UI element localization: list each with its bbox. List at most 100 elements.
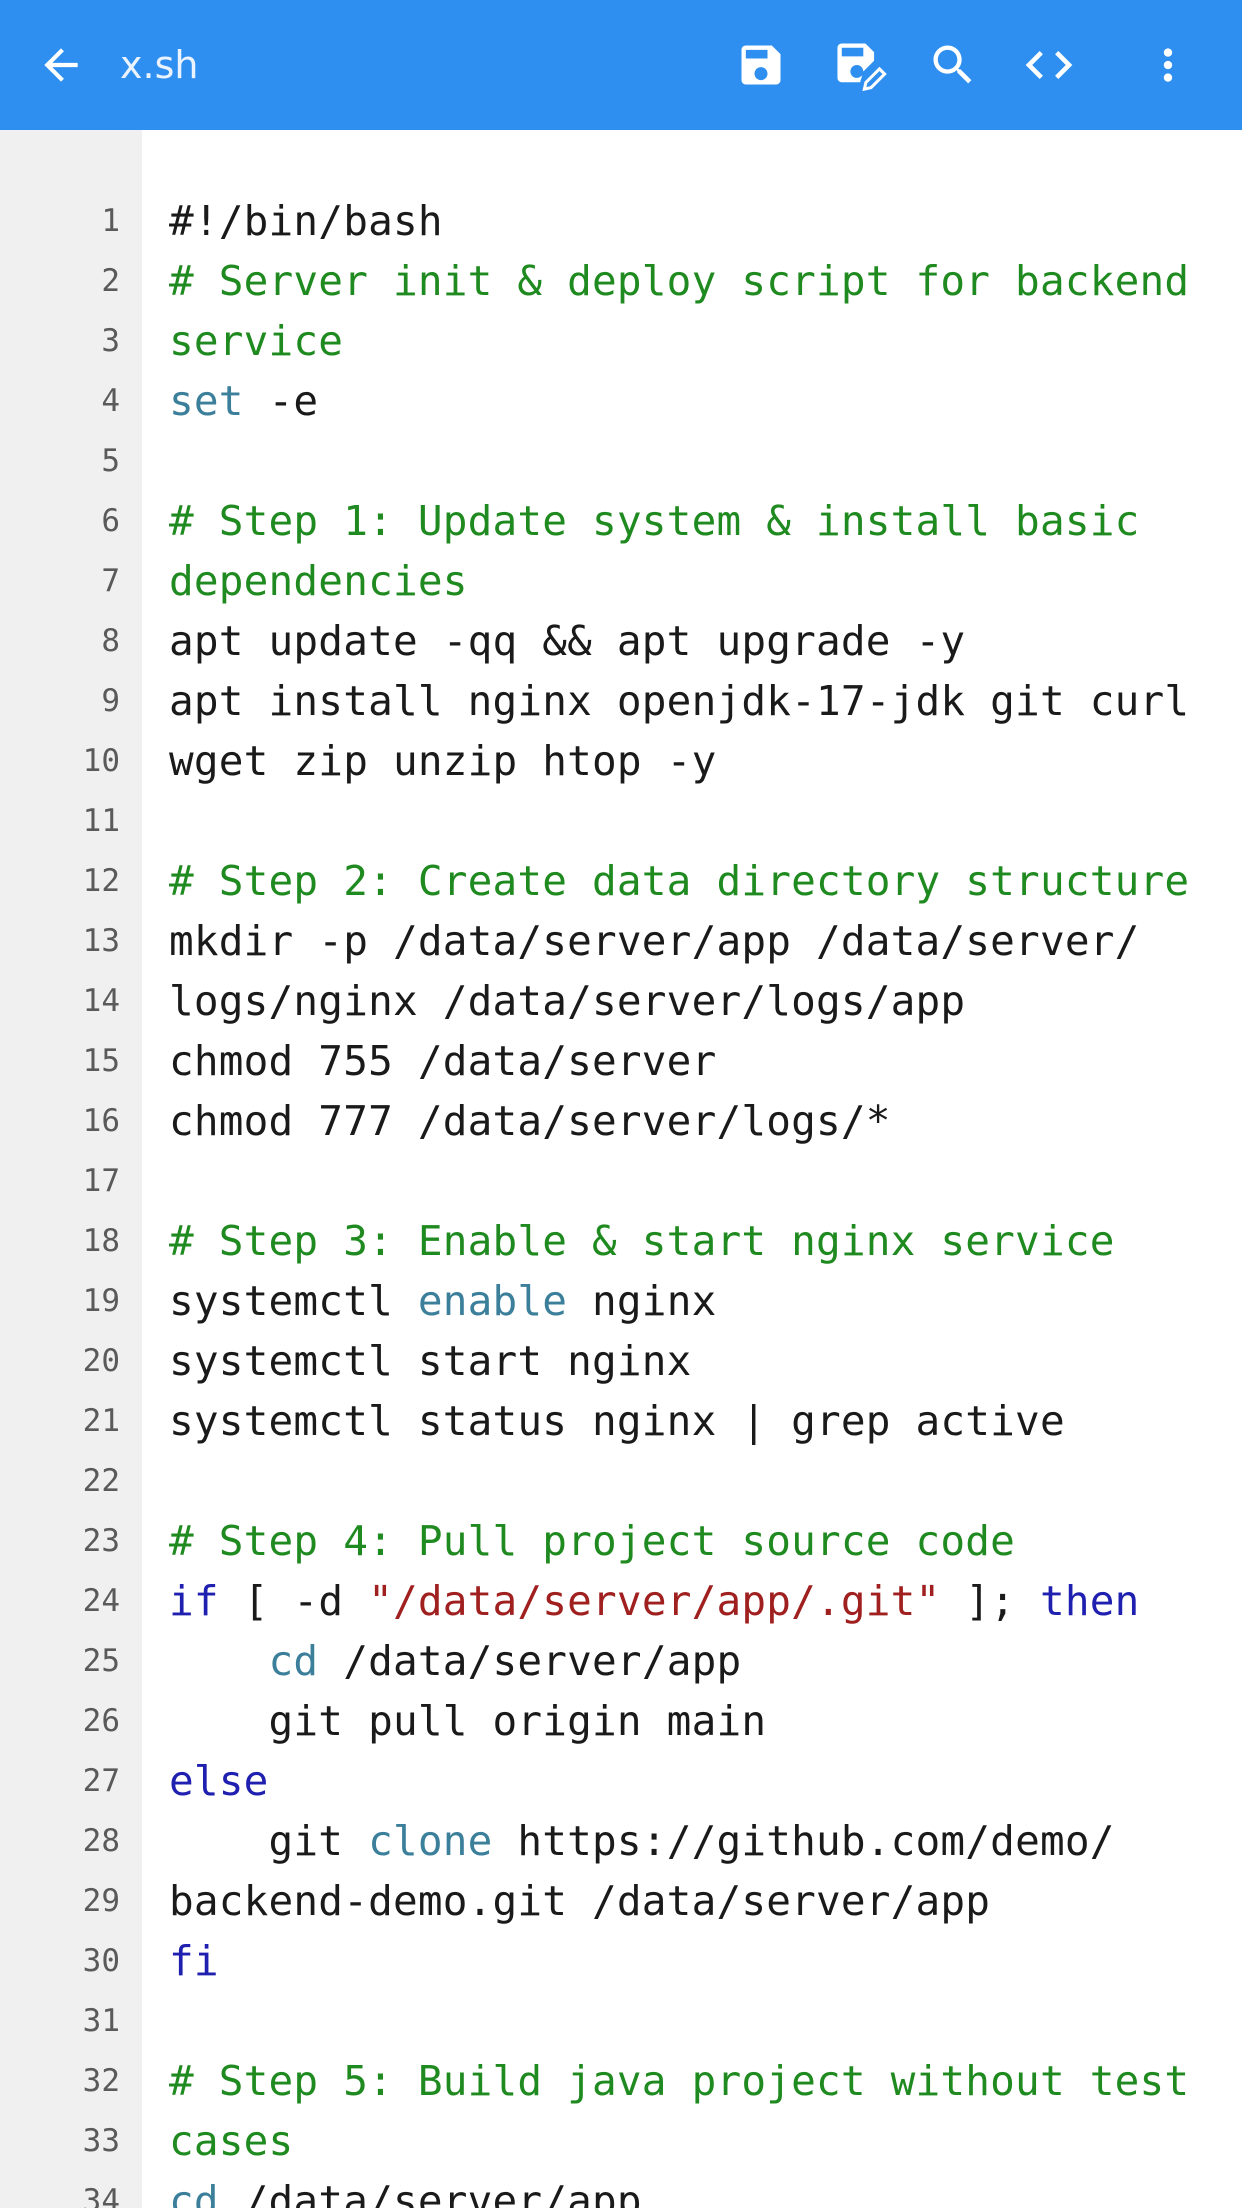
code-line[interactable]: 12# Step 2: Create data directory struct… xyxy=(0,851,1242,911)
comment-token: cases xyxy=(169,2117,294,2165)
code-text[interactable]: chmod 755 /data/server xyxy=(169,1031,1232,1091)
code-text[interactable]: #!/bin/bash xyxy=(169,191,1232,251)
plain-token: chmod 755 /data/server xyxy=(169,1037,717,1085)
plain-token: nginx xyxy=(567,1277,717,1325)
code-line[interactable]: 21 systemctl status nginx | grep active xyxy=(0,1391,1242,1451)
code-line[interactable]: 25 cd /data/server/app xyxy=(0,1631,1242,1691)
code-text[interactable]: # Step 5: Build java project without tes… xyxy=(169,2051,1232,2111)
code-text[interactable]: else xyxy=(169,1751,1232,1811)
code-text[interactable]: backend-demo.git /data/server/app xyxy=(169,1871,1232,1931)
code-line[interactable]: 22 xyxy=(0,1451,1242,1511)
code-text[interactable]: git pull origin main xyxy=(169,1691,1232,1751)
code-line[interactable]: 10 wget zip unzip htop -y xyxy=(0,731,1242,791)
plain-token: mkdir -p /data/server/app /data/server/ xyxy=(169,917,1140,965)
code-icon[interactable] xyxy=(1018,0,1080,130)
code-text[interactable]: apt install nginx openjdk-17-jdk git cur… xyxy=(169,671,1232,731)
code-line[interactable]: 18 # Step 3: Enable & start nginx service xyxy=(0,1211,1242,1271)
comment-token: # Step 4: Pull project source code xyxy=(169,1517,1016,1565)
code-text[interactable]: service xyxy=(169,311,1232,371)
code-line[interactable]: 28 git clone https://github.com/demo/ xyxy=(0,1811,1242,1871)
line-number: 21 xyxy=(82,1403,120,1439)
plain-token: apt install nginx openjdk-17-jdk git cur… xyxy=(169,677,1190,725)
line-number: 18 xyxy=(82,1223,120,1259)
plain-token: apt update -qq && apt upgrade -y xyxy=(169,617,966,665)
code-text[interactable]: cd /data/server/app xyxy=(169,2171,1232,2208)
line-number: 10 xyxy=(82,743,120,779)
code-text[interactable]: # Step 1: Update system & install basic xyxy=(169,491,1232,551)
line-number: 6 xyxy=(101,503,120,539)
line-number: 17 xyxy=(82,1163,120,1199)
search-icon[interactable] xyxy=(922,0,984,130)
code-text[interactable]: systemctl enable nginx xyxy=(169,1271,1232,1331)
line-number: 3 xyxy=(101,323,120,359)
code-text[interactable]: chmod 777 /data/server/logs/* xyxy=(169,1091,1232,1151)
code-text[interactable]: systemctl start nginx xyxy=(169,1331,1232,1391)
plain-token: wget zip unzip htop -y xyxy=(169,737,717,785)
code-text[interactable]: set -e xyxy=(169,371,1232,431)
more-vert-icon[interactable] xyxy=(1140,0,1196,130)
builtin-token: clone xyxy=(368,1817,493,1865)
code-line[interactable]: 30 fi xyxy=(0,1931,1242,1991)
code-text[interactable]: cd /data/server/app xyxy=(169,1631,1232,1691)
back-arrow-icon[interactable] xyxy=(30,0,92,130)
plain-token: [ -d xyxy=(218,1577,369,1625)
code-text[interactable]: cases xyxy=(169,2111,1232,2171)
code-text[interactable]: fi xyxy=(169,1931,1232,1991)
builtin-token: set xyxy=(169,377,244,425)
code-line[interactable]: 5 xyxy=(0,431,1242,491)
code-line[interactable]: 32 # Step 5: Build java project without t… xyxy=(0,2051,1242,2111)
code-line[interactable]: 6 # Step 1: Update system & install basic xyxy=(0,491,1242,551)
plain-token: https://github.com/demo/ xyxy=(492,1817,1115,1865)
code-text[interactable]: logs/nginx /data/server/logs/app xyxy=(169,971,1232,1031)
code-text[interactable]: dependencies xyxy=(169,551,1232,611)
code-line[interactable]: 1#!/bin/bash xyxy=(0,191,1242,251)
comment-token: # Server init & deploy script for backen… xyxy=(169,257,1190,305)
code-line[interactable]: 3 service xyxy=(0,311,1242,371)
line-number: 31 xyxy=(82,2003,120,2039)
code-text[interactable]: # Step 4: Pull project source code xyxy=(169,1511,1232,1571)
code-line[interactable]: 26 git pull origin main xyxy=(0,1691,1242,1751)
code-line[interactable]: 17 xyxy=(0,1151,1242,1211)
code-text[interactable]: # Step 2: Create data directory structur… xyxy=(169,851,1232,911)
keyword-token: then xyxy=(1039,1577,1140,1625)
code-text[interactable]: mkdir -p /data/server/app /data/server/ xyxy=(169,911,1232,971)
line-number-gutter xyxy=(0,130,142,2208)
code-text[interactable]: # Step 3: Enable & start nginx service xyxy=(169,1211,1232,1271)
code-text[interactable]: # Server init & deploy script for backen… xyxy=(169,251,1232,311)
line-number: 30 xyxy=(82,1943,120,1979)
comment-token: # Step 2: Create data directory structur… xyxy=(169,857,1190,905)
plain-token: ]; xyxy=(940,1577,1040,1625)
code-line[interactable]: 2# Server init & deploy script for backe… xyxy=(0,251,1242,311)
plain-token: git xyxy=(169,1817,369,1865)
code-text[interactable]: systemctl status nginx | grep active xyxy=(169,1391,1232,1451)
code-line[interactable]: 11 xyxy=(0,791,1242,851)
code-text[interactable]: wget zip unzip htop -y xyxy=(169,731,1232,791)
line-number: 32 xyxy=(82,2063,120,2099)
code-text[interactable]: apt update -qq && apt upgrade -y xyxy=(169,611,1232,671)
code-text[interactable]: git clone https://github.com/demo/ xyxy=(169,1811,1232,1871)
code-line[interactable]: 23# Step 4: Pull project source code xyxy=(0,1511,1242,1571)
save-as-icon[interactable] xyxy=(826,0,892,130)
code-line[interactable]: 31 xyxy=(0,1991,1242,2051)
plain-token: logs/nginx /data/server/logs/app xyxy=(169,977,966,1025)
save-icon[interactable] xyxy=(730,0,792,130)
code-text[interactable]: if [ -d "/data/server/app/.git" ]; then xyxy=(169,1571,1232,1631)
comment-token: # Step 3: Enable & start nginx service xyxy=(169,1217,1115,1265)
